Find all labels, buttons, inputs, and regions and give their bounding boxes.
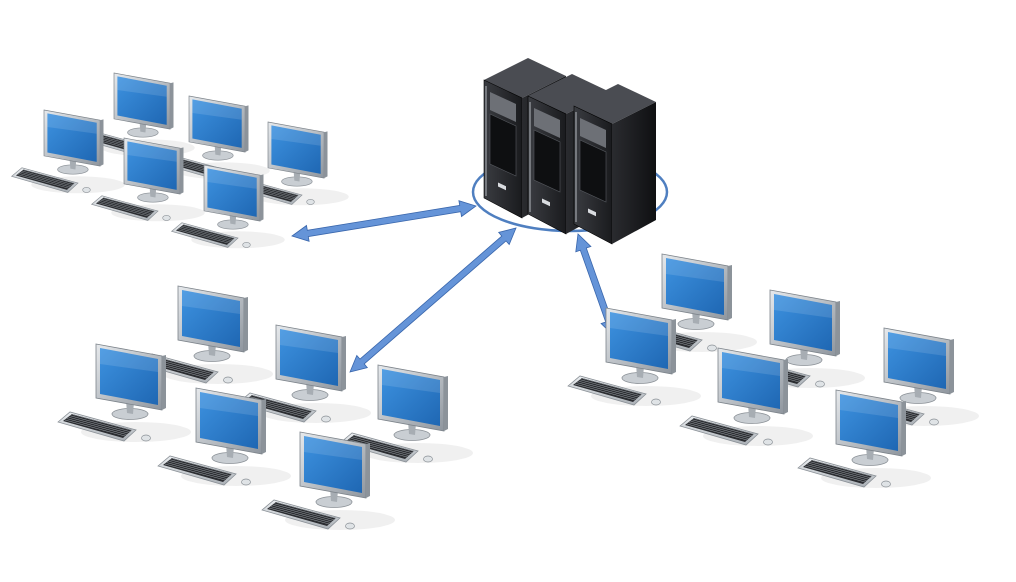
monitor-icon [267,121,328,179]
keyboard-icon [261,499,341,530]
mouse-icon [423,455,433,463]
monitor-icon [717,347,788,415]
desktop-computer-icon [339,364,473,463]
mouse-icon [763,438,773,446]
monitor-icon [43,109,104,167]
mouse-icon [82,187,91,193]
monitor-icon [188,95,249,153]
keyboard-icon [90,195,159,221]
mouse-icon [242,242,251,248]
clients-layer [10,72,979,530]
mouse-icon [162,215,171,221]
keyboard-icon [57,411,137,442]
mouse-icon [815,380,825,388]
monitor-icon [195,387,266,455]
desktop-computer-icon [90,137,205,222]
keyboard-icon [567,375,647,406]
desktop-computer-icon [567,307,701,406]
monitor-icon [605,307,676,375]
mouse-icon [345,522,355,530]
monitor-icon [95,343,166,411]
desktop-computer-icon [679,347,813,446]
monitor-icon [299,431,370,499]
monitor-icon [769,289,840,357]
mouse-icon [707,344,717,352]
workstation-group-top-left [10,72,349,249]
monitor-icon [123,137,184,195]
monitor-icon [203,164,264,222]
mouse-icon [651,398,661,406]
keyboard-icon [797,457,877,488]
keyboard-icon [679,415,759,446]
desktop-computer-icon [10,109,125,194]
keyboard-icon [157,455,237,486]
mouse-icon [223,376,233,384]
link-arrow-bottom-left [349,227,517,373]
mouse-icon [321,415,331,423]
keyboard-icon [10,167,79,193]
desktop-computer-icon [157,387,291,486]
keyboard-icon [339,432,419,463]
mouse-icon [929,418,939,426]
monitor-icon [177,285,248,353]
desktop-computer-icon [170,164,285,249]
monitor-icon [377,364,448,432]
mouse-icon [141,434,151,442]
link-arrow-top-left [291,200,477,242]
server-tower-icon [573,84,656,245]
monitor-icon [661,253,732,321]
mouse-icon [241,478,251,486]
monitor-icon [113,72,174,130]
monitor-icon [275,324,346,392]
desktop-computer-icon [261,431,395,530]
server-cluster [471,58,669,245]
monitor-icon [835,389,906,457]
desktop-computer-icon [797,389,931,488]
workstation-group-right [567,253,979,488]
mouse-icon [306,199,315,205]
desktop-computer-icon [234,121,349,206]
mouse-icon [881,480,891,488]
workstation-group-bottom-left [57,285,473,530]
desktop-computer-icon [57,343,191,442]
monitor-icon [883,327,954,395]
keyboard-icon [170,222,239,248]
